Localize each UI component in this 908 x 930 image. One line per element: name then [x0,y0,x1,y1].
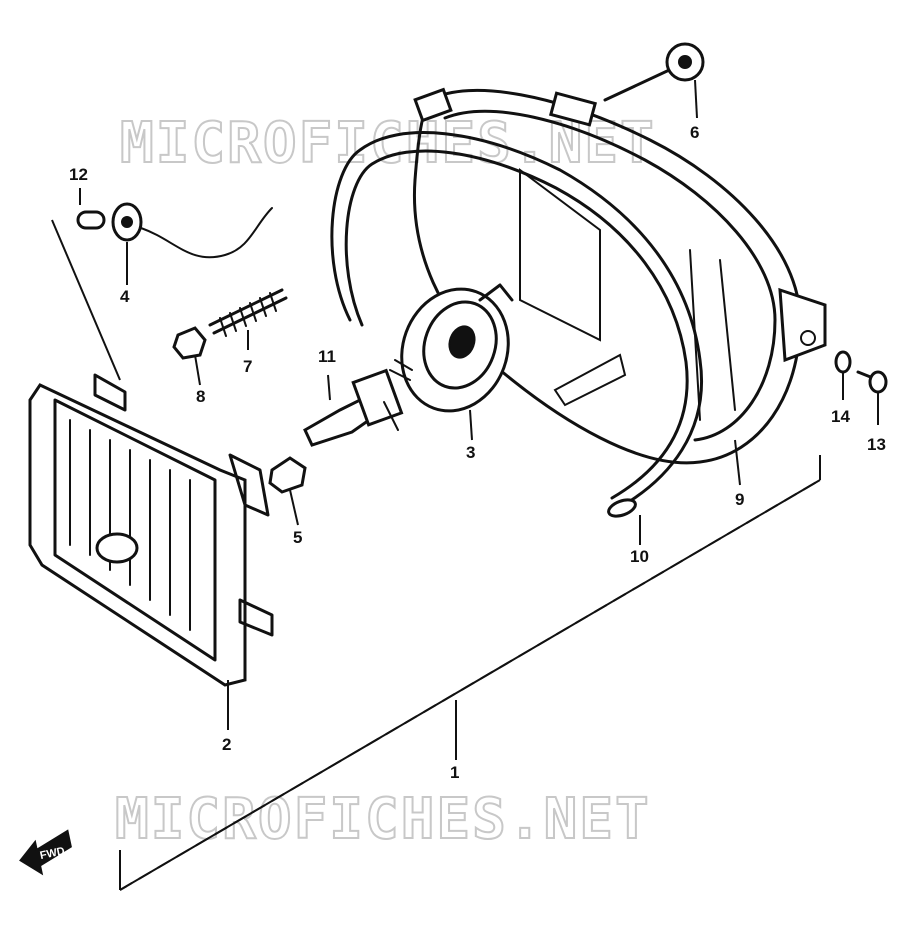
part-13-bolt [856,370,888,394]
callout-4: 4 [120,287,130,306]
callout-1: 1 [450,763,459,782]
part-6-screw [603,42,705,102]
callout-9: 9 [735,490,744,509]
watermark-top: MICROFICHES.NET [120,111,656,176]
part-12-small-bulb [76,210,106,230]
callout-14: 14 [831,407,850,426]
callout-12: 12 [69,165,88,184]
callout-6: 6 [690,123,699,142]
part-5-nut [268,456,307,494]
callout-2: 2 [222,735,231,754]
part-11-bulb [303,359,413,447]
part-3-socket [400,283,514,413]
callout-7: 7 [243,357,252,376]
part-9-housing [412,87,827,465]
front-arrow-label: FWD [39,845,66,862]
part-7-spring [208,288,288,337]
part-4-pilot-socket [111,202,273,259]
callout-13: 13 [867,435,886,454]
callout-3: 3 [466,443,475,462]
part-14-washer [834,350,852,374]
part-10-rim [330,131,703,518]
part-8-nut [172,326,207,360]
front-arrow-icon: FWD [19,829,72,876]
watermark-bottom: MICROFICHES.NET [115,787,651,852]
callout-5: 5 [293,528,302,547]
leader-lines [51,79,879,891]
part-2-lens-unit [28,373,274,687]
callout-8: 8 [196,387,205,406]
callout-10: 10 [630,547,649,566]
callout-11: 11 [318,347,336,366]
